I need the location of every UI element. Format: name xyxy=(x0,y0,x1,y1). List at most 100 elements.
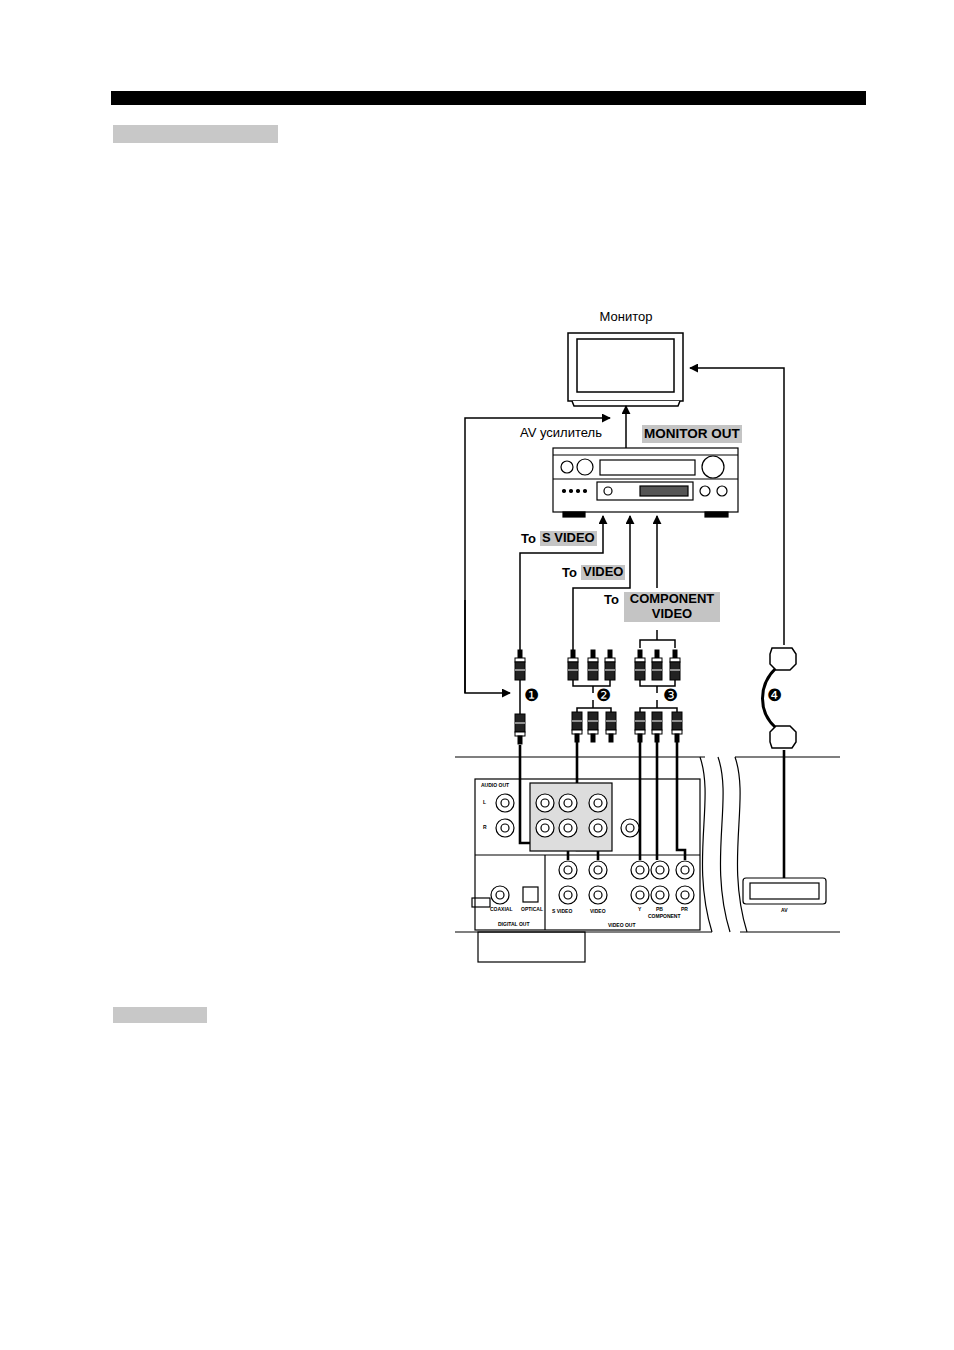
amplifier-node: AV усилитель xyxy=(553,448,739,514)
jack-core xyxy=(626,824,634,832)
plug-stripe xyxy=(515,723,525,724)
plug-tip xyxy=(638,734,642,742)
jack-core xyxy=(594,799,602,807)
plug-stripe xyxy=(588,721,598,722)
jack xyxy=(496,794,514,812)
port-name: VIDEO xyxy=(581,565,625,580)
cable-target: To xyxy=(562,566,577,581)
node-heading: AV усилитель xyxy=(520,426,602,441)
cable-target: To xyxy=(521,532,536,547)
jack-sockets xyxy=(491,794,694,904)
plug-stripe xyxy=(635,670,645,671)
jack-core xyxy=(541,824,549,832)
plug-stripe xyxy=(515,670,525,671)
panel-text: OPTICAL xyxy=(521,907,543,913)
jack xyxy=(536,794,554,812)
plug-body xyxy=(588,662,598,680)
plug-collar xyxy=(670,658,680,662)
monitor-node: Монитор xyxy=(562,332,690,408)
panel-text: COMPONENT xyxy=(648,914,681,920)
plug-body xyxy=(652,662,662,680)
jack-core xyxy=(501,799,509,807)
jack-core xyxy=(564,866,572,874)
header-bar xyxy=(111,91,866,105)
jack-core xyxy=(541,799,549,807)
jack xyxy=(559,861,577,879)
plug-tip xyxy=(575,734,579,742)
plug-tip xyxy=(655,650,659,658)
jack xyxy=(676,886,694,904)
jack-core xyxy=(564,824,572,832)
jack xyxy=(631,886,649,904)
callout-number: ❹ xyxy=(767,686,782,706)
plug-tip xyxy=(638,650,642,658)
panel-text: PB xyxy=(656,907,663,913)
panel-text: AUDIO OUT xyxy=(481,783,509,789)
port-label: MONITOR OUT xyxy=(642,425,742,443)
jack xyxy=(589,886,607,904)
plug-tip xyxy=(591,650,595,658)
plug-stripe xyxy=(588,670,598,671)
plug-tip xyxy=(571,650,575,658)
panel-text: R xyxy=(483,825,487,831)
plug-tip xyxy=(591,734,595,742)
jack xyxy=(631,861,649,879)
panel-text: AV xyxy=(781,908,788,914)
plug-body xyxy=(515,714,525,732)
jack-core xyxy=(656,891,664,899)
plug-stripe xyxy=(635,721,645,722)
plug-collar xyxy=(588,658,598,662)
panel-text: VIDEO xyxy=(590,909,606,915)
plug-tip xyxy=(518,650,522,658)
jack xyxy=(589,819,607,837)
optical-jack xyxy=(523,887,538,902)
jack-core xyxy=(636,866,644,874)
plug-collar xyxy=(672,730,682,734)
plug-body xyxy=(672,712,682,730)
jack-core xyxy=(564,891,572,899)
jack-core xyxy=(681,866,689,874)
plug-collar xyxy=(515,732,525,736)
plug-tip xyxy=(675,734,679,742)
plug-body xyxy=(515,662,525,680)
plug-collar xyxy=(588,730,598,734)
plug-stripe xyxy=(652,721,662,722)
plug-collar xyxy=(652,730,662,734)
plug-stripe xyxy=(652,670,662,671)
jack-core xyxy=(594,866,602,874)
port-name: COMPONENT VIDEO xyxy=(624,592,720,622)
jack-core xyxy=(656,866,664,874)
plug-tip xyxy=(655,734,659,742)
jack xyxy=(651,861,669,879)
plug-body xyxy=(588,712,598,730)
jack xyxy=(559,886,577,904)
jack xyxy=(559,819,577,837)
callout-number: ❷ xyxy=(596,686,611,706)
scart-cable xyxy=(763,648,797,748)
plug-tip xyxy=(609,734,613,742)
panel-text: Y xyxy=(638,907,641,913)
cable-wires xyxy=(520,740,784,878)
plug-collar xyxy=(635,730,645,734)
heading-bar xyxy=(113,125,278,143)
jack-core xyxy=(564,799,572,807)
jack-core xyxy=(594,824,602,832)
jack-core xyxy=(496,891,504,899)
plug-stripe xyxy=(606,721,616,722)
plug-body xyxy=(652,712,662,730)
monitor-drawing xyxy=(568,333,683,406)
jack xyxy=(559,794,577,812)
panel-text: COAXIAL xyxy=(490,907,513,913)
jack-core xyxy=(636,891,644,899)
callout-number: ❸ xyxy=(663,686,678,706)
plug-stripe xyxy=(572,721,582,722)
panel-text: DIGITAL OUT xyxy=(498,922,529,928)
plug-stripe xyxy=(670,670,680,671)
jack xyxy=(651,886,669,904)
plug-collar xyxy=(515,658,525,662)
panel-text: L xyxy=(483,800,486,806)
plug-collar xyxy=(572,730,582,734)
